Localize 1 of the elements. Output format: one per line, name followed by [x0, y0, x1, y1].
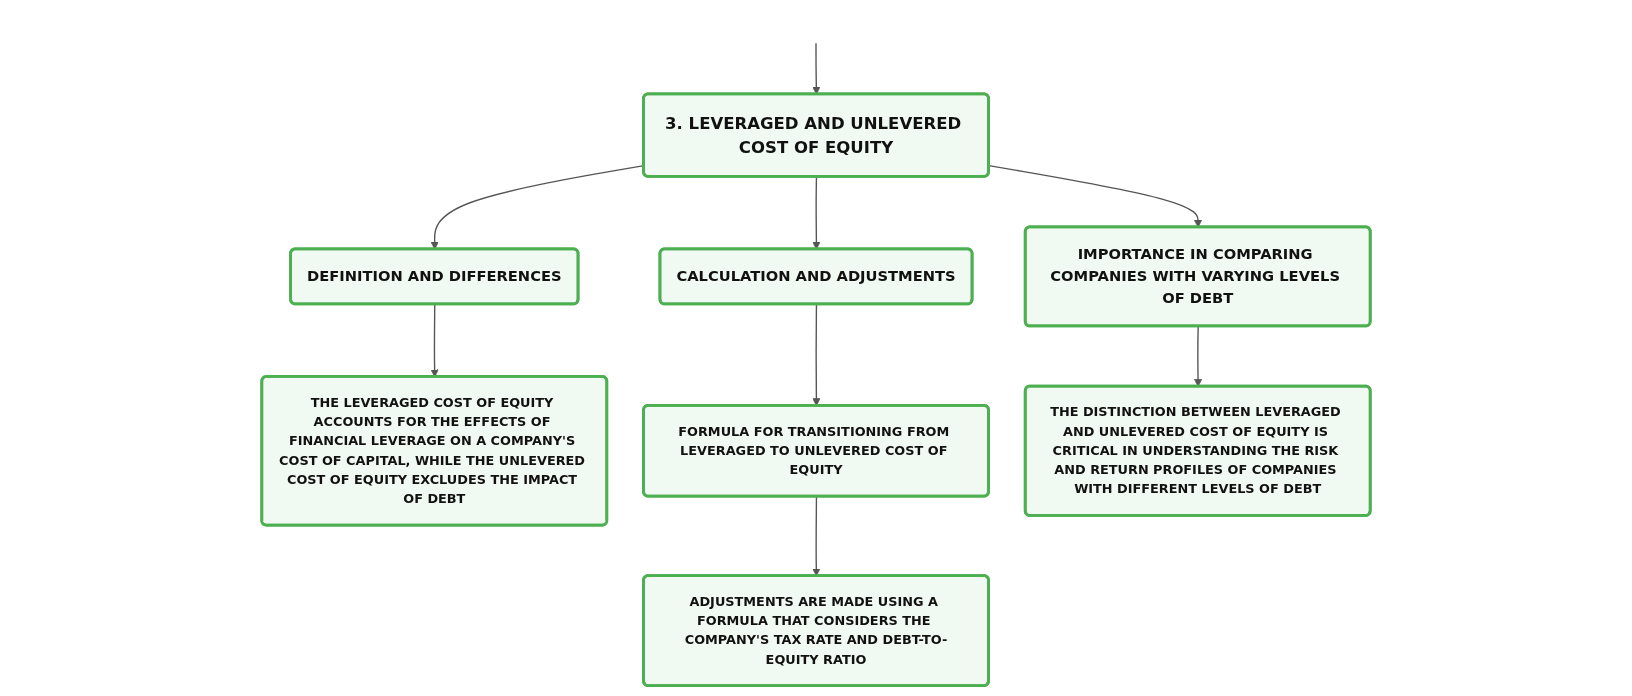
arrow — [1194, 325, 1203, 387]
